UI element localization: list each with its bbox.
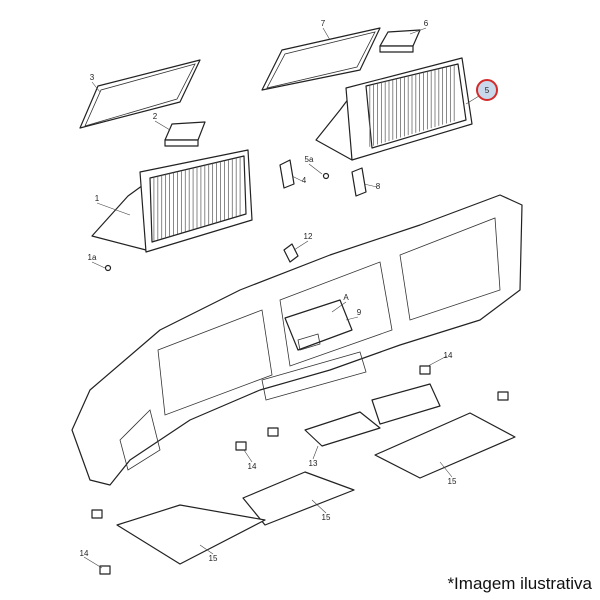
label-15: 15 — [322, 513, 331, 522]
part-4-bracket[interactable] — [279, 159, 295, 189]
highlight-circle-part-5[interactable] — [476, 79, 498, 101]
part-9-glovebox-lid[interactable] — [284, 299, 353, 351]
part-5-housing[interactable] — [315, 57, 473, 161]
part-1a-screw[interactable] — [104, 264, 112, 272]
label-9: 9 — [357, 308, 362, 317]
label-14: 14 — [248, 462, 257, 471]
label-3: 3 — [90, 73, 95, 82]
part-15-mat[interactable] — [116, 504, 266, 565]
part-13-vent-bezel[interactable] — [304, 383, 441, 447]
label-7: 7 — [321, 19, 326, 28]
label-4: 4 — [302, 176, 307, 185]
label-13: 13 — [309, 459, 318, 468]
label-14: 14 — [80, 549, 89, 558]
label-15: 15 — [448, 477, 457, 486]
label-15: 15 — [209, 554, 218, 563]
label-1: 1 — [95, 194, 100, 203]
part-1-housing[interactable] — [91, 149, 253, 253]
label-1a: 1a — [88, 253, 97, 262]
part-12-clip[interactable] — [283, 243, 299, 263]
label-6: 6 — [424, 19, 429, 28]
label-5: 5 — [485, 86, 490, 95]
part-8-bracket[interactable] — [351, 167, 367, 197]
part-2-module[interactable] — [164, 121, 206, 147]
part-3-panel[interactable] — [79, 59, 201, 129]
part-15-mat[interactable] — [242, 471, 355, 526]
part-7-panel[interactable] — [261, 27, 381, 91]
part-14-clips[interactable] — [91, 365, 509, 575]
illustrative-image-note: *Imagem ilustrativa — [447, 574, 592, 593]
label-2: 2 — [153, 112, 158, 121]
part-15-mat[interactable] — [374, 412, 516, 479]
part-6-module[interactable] — [379, 29, 421, 53]
part-5a-screw[interactable] — [322, 172, 330, 180]
label-8: 8 — [376, 182, 381, 191]
label-12: 12 — [304, 232, 313, 241]
label-14: 14 — [444, 351, 453, 360]
label-A: A — [343, 293, 349, 302]
dashboard-carrier[interactable] — [71, 194, 523, 486]
label-5a: 5a — [305, 155, 314, 164]
